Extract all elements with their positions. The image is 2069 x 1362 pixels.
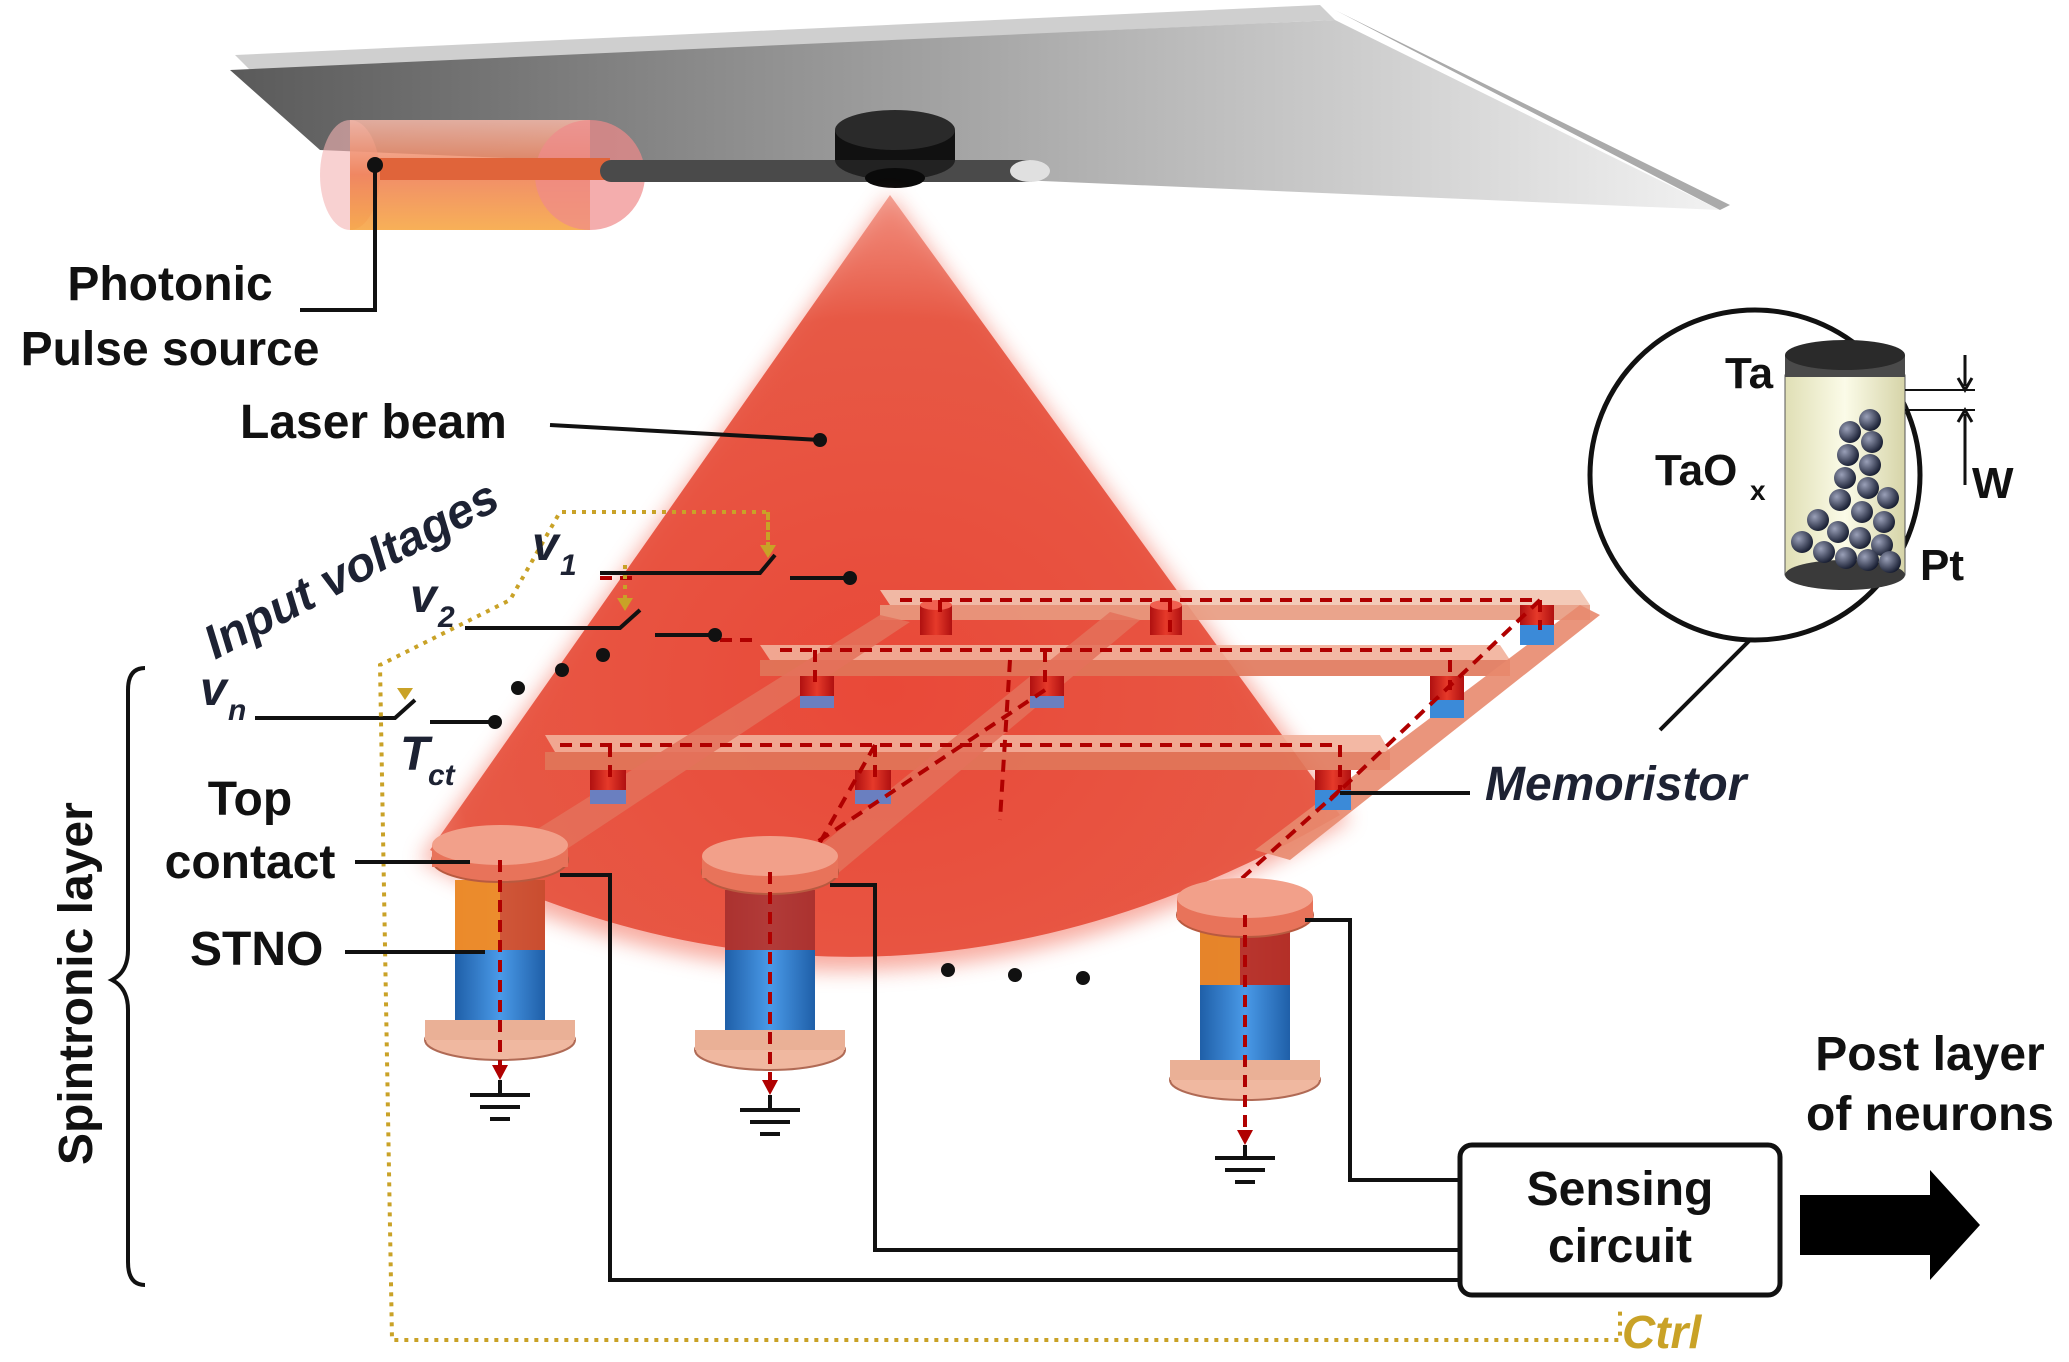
laser-beam-leader — [549, 423, 821, 442]
spintronic-layer-label: Spintronic layer — [50, 802, 103, 1165]
vn-label: v — [200, 663, 229, 716]
input-voltages-label: Input voltages — [195, 470, 507, 670]
inset-pt-label: Pt — [1920, 541, 1964, 590]
v2-subscript: 2 — [437, 601, 455, 634]
photonic-label-line2: Pulse source — [21, 323, 320, 376]
ion-cluster — [1791, 409, 1901, 573]
memoristor-inset — [1587, 307, 1975, 732]
sensing-wires — [560, 873, 1460, 1282]
stno-pillar-3 — [1169, 878, 1321, 1145]
memoristor-cell — [920, 600, 952, 635]
inset-taox-subscript: x — [1750, 475, 1766, 506]
stno-label: STNO — [190, 923, 323, 976]
spintronic-brace — [107, 666, 146, 1287]
memoristor-cell — [1150, 600, 1182, 635]
stno-pillar-2 — [694, 836, 846, 1095]
top-contact-label-line1: Top — [208, 773, 292, 826]
ground-icon — [740, 1095, 800, 1136]
memoristor-cell — [1520, 605, 1554, 645]
v1-label: v — [532, 518, 561, 571]
post-layer-label-line2: of neurons — [1806, 1088, 2054, 1141]
memoristor-label: Memoristor — [1485, 758, 1749, 811]
v2-label: v — [410, 570, 439, 623]
photonic-leader — [300, 165, 377, 312]
laser-beam-label: Laser beam — [240, 396, 507, 449]
sensing-label-line1: Sensing — [1527, 1163, 1714, 1216]
v1-subscript: 1 — [560, 549, 577, 582]
vn-subscript: n — [228, 694, 246, 727]
optical-plate — [230, 5, 1730, 210]
output-arrow — [1800, 1170, 1980, 1280]
sensing-circuit-box — [1457, 1142, 1783, 1298]
memoristor-cell — [1315, 770, 1351, 810]
input-switches — [255, 553, 857, 729]
tct-subscript: ct — [428, 759, 457, 792]
inset-ta-label: Ta — [1725, 349, 1774, 398]
tct-label: T — [400, 728, 433, 781]
lens-emitter — [835, 110, 955, 188]
ellipsis-dots — [511, 648, 1090, 985]
photonic-label-line1: Photonic — [67, 258, 272, 311]
ctrl-label: Ctrl — [1622, 1306, 1702, 1357]
inset-w-label: W — [1972, 459, 2014, 508]
post-layer-label-line1: Post layer — [1815, 1028, 2044, 1081]
inset-taox-label: TaO — [1655, 446, 1737, 495]
ground-icon — [470, 1080, 530, 1121]
crossbar-array — [475, 576, 1600, 882]
top-contact-label-line2: contact — [165, 836, 336, 889]
ctrl-path — [377, 510, 1622, 1342]
ground-icon — [1215, 1145, 1275, 1184]
memoristor-cell — [1430, 676, 1464, 718]
sensing-label-line2: circuit — [1548, 1220, 1692, 1273]
